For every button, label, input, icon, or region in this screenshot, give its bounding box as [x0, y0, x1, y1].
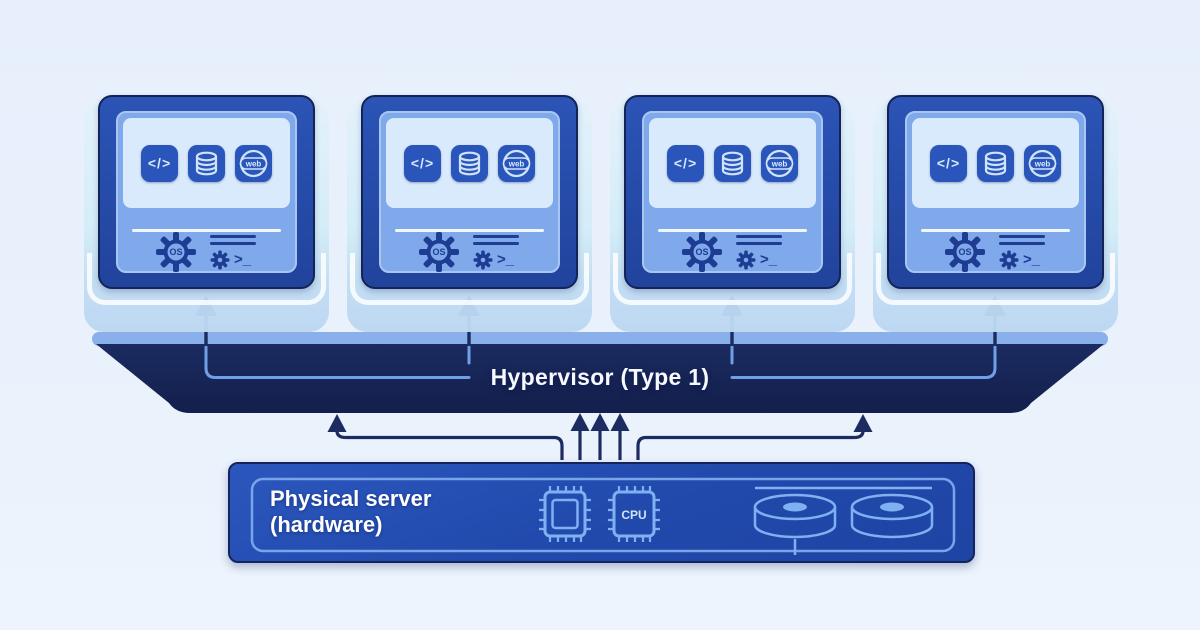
server-label-line1: Physical server	[270, 486, 432, 511]
hypervisor-connectors	[204, 345, 997, 379]
vm-card: </>	[361, 95, 578, 289]
hypervisor-bevel	[92, 332, 1108, 346]
code-icon-label: </>	[147, 155, 172, 171]
os-label: OS	[695, 247, 708, 257]
vm-pedestal-outline	[87, 253, 326, 305]
text-line	[210, 241, 256, 245]
vm-app-panel: </>	[912, 118, 1079, 208]
vm-app-panel: </>	[386, 118, 553, 208]
server-to-hypervisor-arrows	[327, 413, 873, 460]
web-icon-label: web	[508, 159, 525, 168]
server-inner-outline	[250, 477, 956, 553]
disk-icon	[753, 493, 837, 555]
os-gear-icon: OS	[945, 232, 985, 272]
vm-pedestal-outline	[876, 253, 1115, 305]
server-graphics: CPU	[250, 477, 956, 555]
vm-pedestal-outline	[613, 253, 852, 305]
text-line	[473, 241, 519, 245]
web-icon-label: web	[771, 159, 788, 168]
terminal-prompt: >_	[234, 251, 252, 268]
vm-os-row: OS	[118, 232, 295, 272]
terminal-block: >_	[210, 234, 258, 270]
os-gear-icon: OS	[419, 232, 459, 272]
code-icon-label: </>	[936, 155, 961, 171]
code-icon: </>	[930, 144, 967, 182]
disk-icon	[850, 493, 934, 539]
code-icon-label: </>	[410, 155, 435, 171]
code-icon: </>	[141, 144, 178, 182]
text-line	[736, 234, 782, 238]
vm-tower: </>	[84, 95, 329, 332]
connector-line	[730, 345, 997, 379]
elbow-arrow-left	[335, 430, 564, 460]
code-icon: </>	[667, 144, 704, 182]
terminal-prompt: >_	[760, 251, 778, 268]
vm-os-row: OS	[644, 232, 821, 272]
settings-gear-icon	[210, 250, 230, 269]
server-label-line2: (hardware)	[270, 512, 383, 537]
hypervisor-band	[96, 344, 1104, 413]
vm-tower: </>	[347, 95, 592, 332]
vm-os-row: OS	[907, 232, 1084, 272]
settings-gear-icon	[999, 250, 1019, 269]
text-line	[999, 234, 1045, 238]
vm-os-row: OS	[381, 232, 558, 272]
vm-divider	[132, 229, 281, 232]
terminal-block: >_	[736, 234, 784, 270]
database-icon	[714, 144, 751, 182]
text-line	[999, 241, 1045, 245]
vm-tower: </>	[610, 95, 855, 332]
settings-gear-icon	[736, 250, 756, 269]
code-icon-label: </>	[673, 155, 698, 171]
vm-pedestal-outline	[350, 253, 589, 305]
text-line	[210, 234, 256, 238]
vm-divider	[658, 229, 807, 232]
cpu-chip-label: CPU	[621, 508, 646, 522]
chip-icon	[539, 486, 591, 542]
web-icon-label: web	[245, 159, 262, 168]
database-icon	[188, 144, 225, 182]
web-icon: web	[235, 144, 272, 182]
connector-line	[204, 345, 471, 379]
server-label: Physical server (hardware)	[270, 486, 431, 538]
vm-divider	[395, 229, 544, 232]
os-label: OS	[169, 247, 182, 257]
terminal-block: >_	[473, 234, 521, 270]
terminal-prompt: >_	[497, 251, 515, 268]
web-icon: web	[761, 144, 798, 182]
vm-card: </>	[887, 95, 1104, 289]
vm-screen: </>	[379, 111, 560, 273]
hypervisor-label: Hypervisor (Type 1)	[490, 364, 710, 390]
vm-card: </>	[624, 95, 841, 289]
vm-divider	[921, 229, 1070, 232]
vm-app-panel: </>	[123, 118, 290, 208]
text-line	[736, 241, 782, 245]
web-icon: web	[1024, 144, 1061, 182]
terminal-prompt: >_	[1023, 251, 1041, 268]
text-line	[473, 234, 519, 238]
terminal-block: >_	[999, 234, 1047, 270]
vm-screen: </>	[116, 111, 297, 273]
vm-screen: </>	[642, 111, 823, 273]
code-icon: </>	[404, 144, 441, 182]
vm-app-panel: </>	[649, 118, 816, 208]
database-icon	[451, 144, 488, 182]
elbow-arrow-right	[636, 430, 865, 460]
os-label: OS	[958, 247, 971, 257]
web-icon-label: web	[1034, 159, 1051, 168]
database-icon	[977, 144, 1014, 182]
cpu-chip-icon: CPU	[608, 486, 660, 542]
os-gear-icon: OS	[682, 232, 722, 272]
vm-screen: </>	[905, 111, 1086, 273]
storage-group	[753, 486, 934, 555]
web-icon: web	[498, 144, 535, 182]
physical-server-box: CPU Physical server (hardware)	[228, 462, 975, 563]
vm-tower: </>	[873, 95, 1118, 332]
os-label: OS	[432, 247, 445, 257]
vm-card: </>	[98, 95, 315, 289]
settings-gear-icon	[473, 250, 493, 269]
os-gear-icon: OS	[156, 232, 196, 272]
